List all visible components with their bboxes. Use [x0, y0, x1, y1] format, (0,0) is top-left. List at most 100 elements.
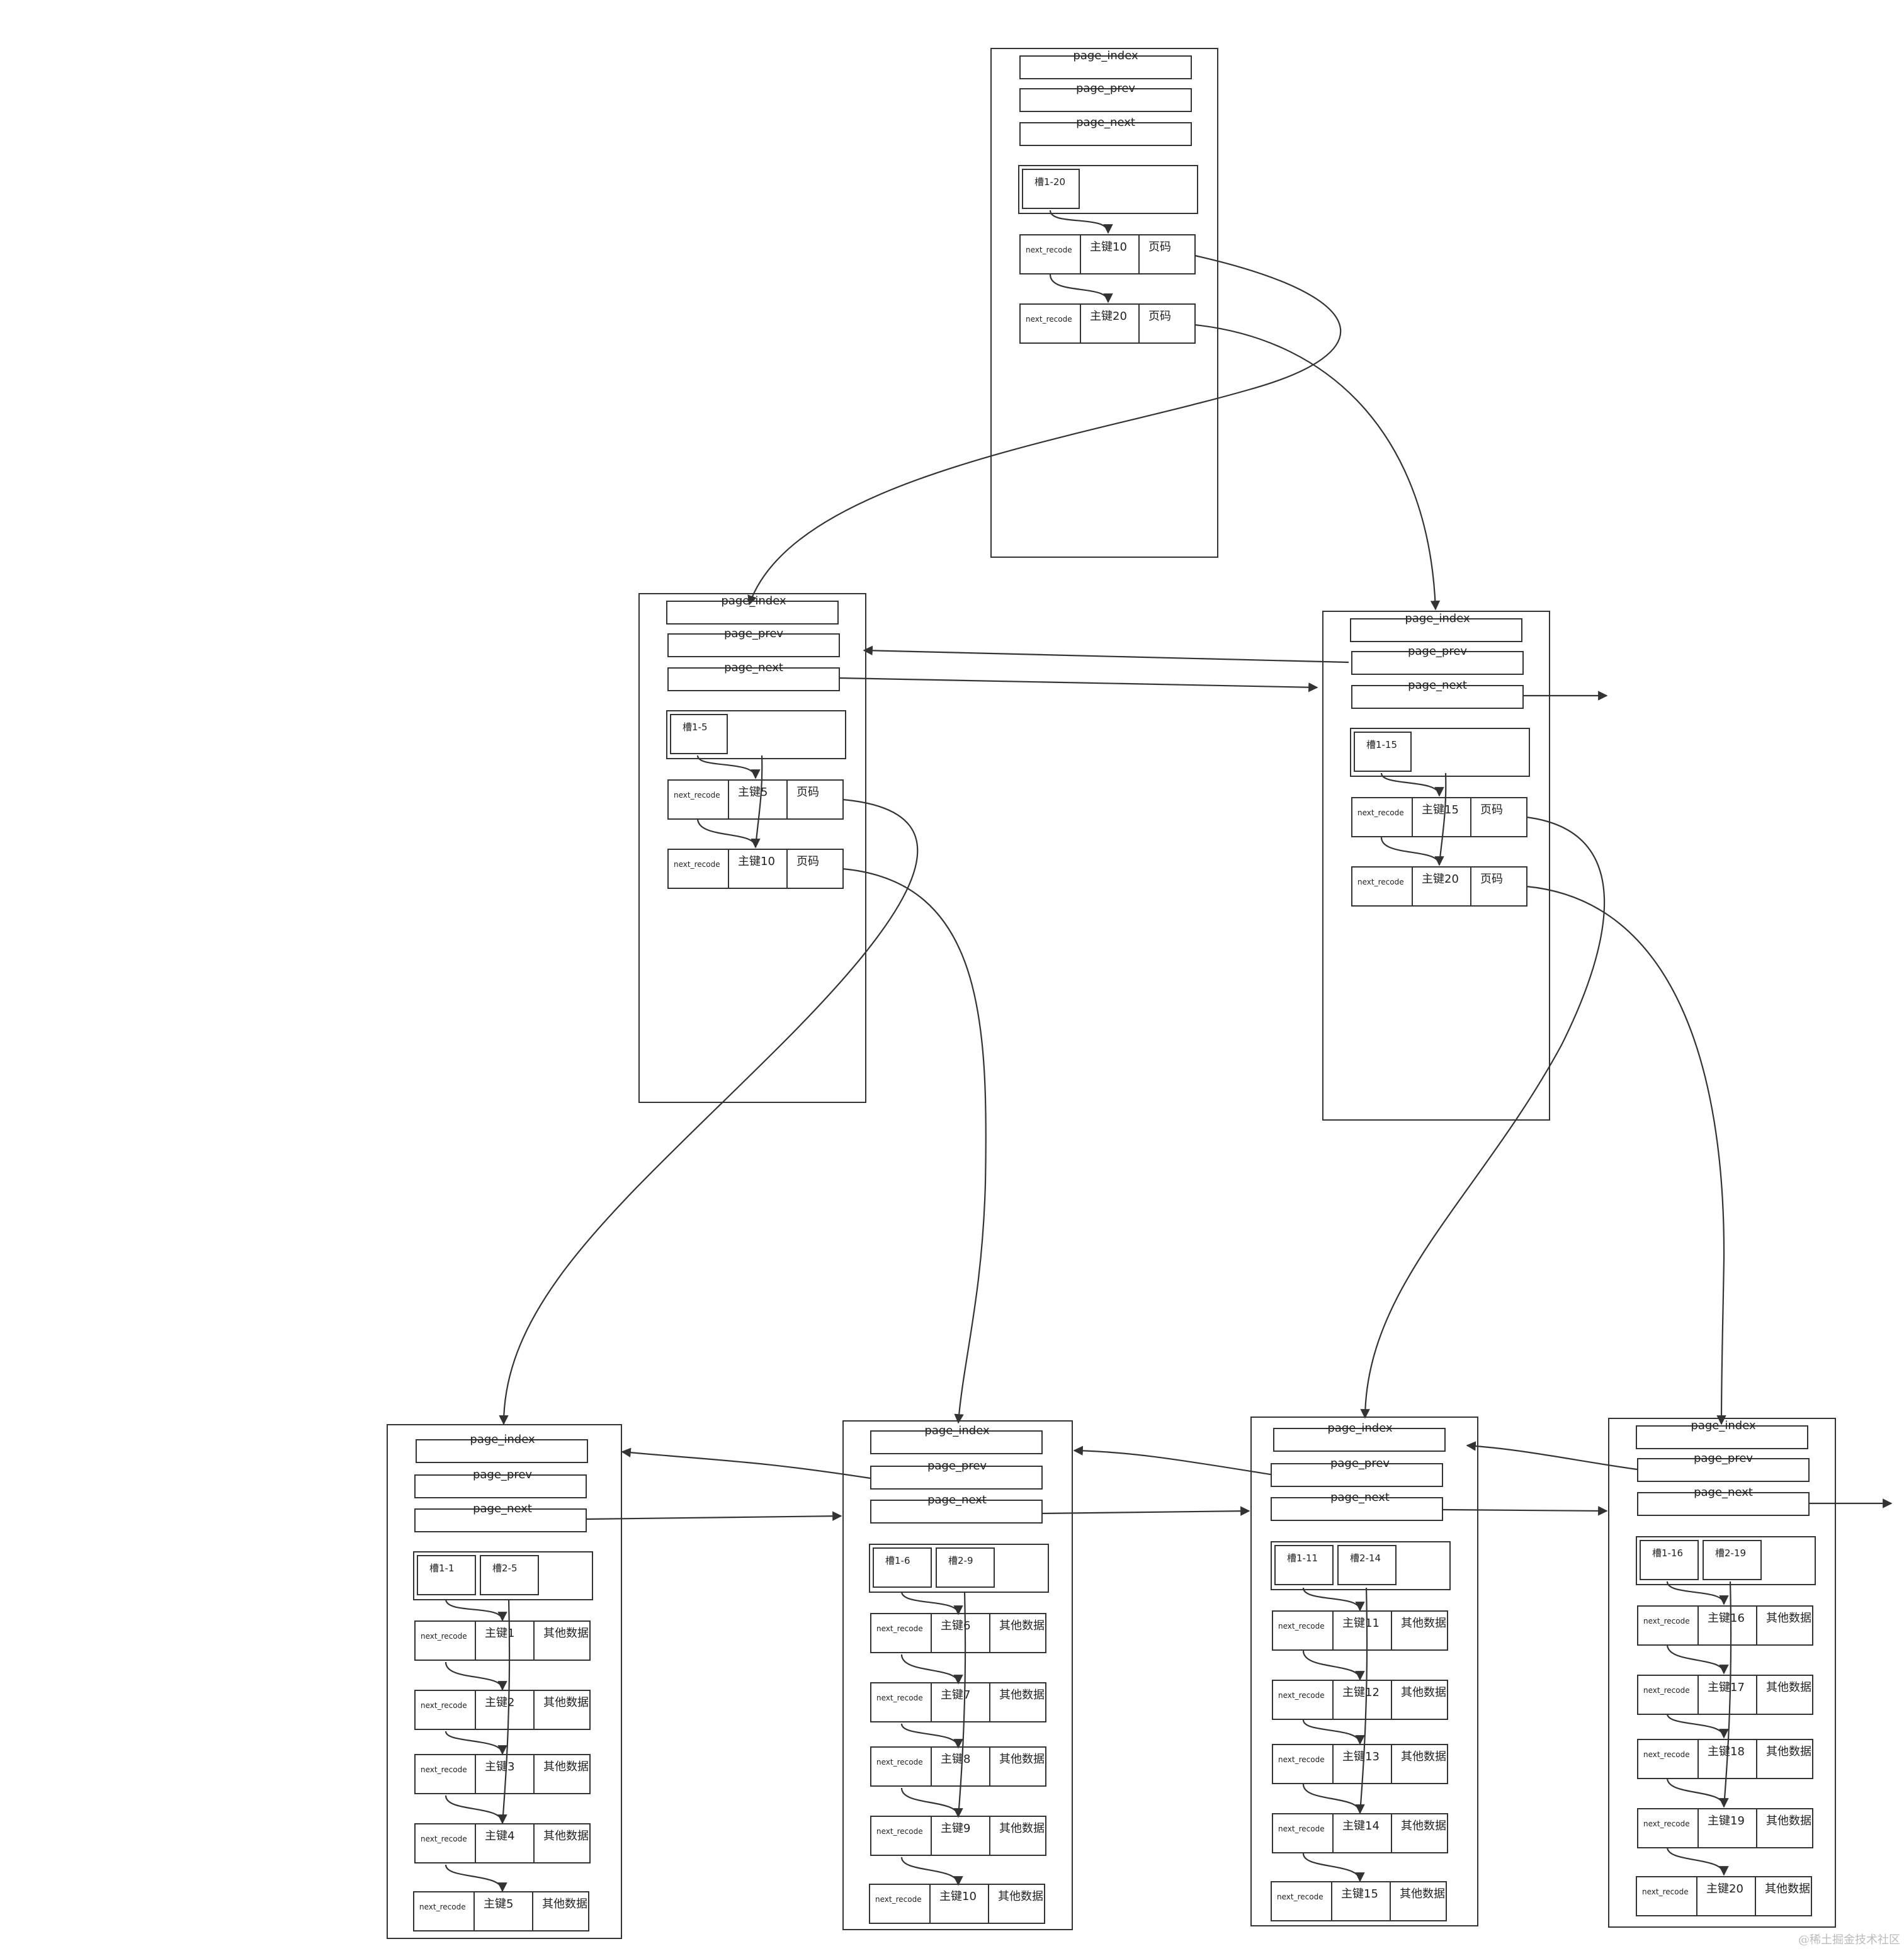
record-row: next_recode 主键14 其他数据 [1272, 1813, 1448, 1853]
key-cell: 主键3 [475, 1755, 533, 1793]
record-row: next_recode 主键19 其他数据 [1637, 1808, 1813, 1848]
value-cell: 其他数据 [533, 1622, 589, 1660]
page-directory: 槽1-15 [1350, 728, 1530, 777]
page-index-box [1636, 1425, 1808, 1449]
key-cell: 主键16 [1697, 1607, 1756, 1644]
page-next-box [1019, 122, 1192, 146]
record-row: next_recode 主键20 页码 [1019, 303, 1196, 344]
page-index-label: page_index [1691, 1419, 1756, 1432]
page-index-label: page_index [470, 1433, 535, 1446]
slot: 槽1-11 [1274, 1545, 1334, 1585]
page-index-label: page_index [1405, 612, 1470, 625]
leaf-page-4: page_index page_prev page_next 槽1-16 槽2-… [1608, 1418, 1836, 1928]
page-next-box [667, 667, 840, 691]
page-prev-label: page_prev [472, 1468, 533, 1481]
record-row: next_recode 主键20 其他数据 [1636, 1876, 1812, 1916]
next-record-cell: next_recode [876, 1827, 923, 1836]
next-record-cell: next_recode [674, 860, 720, 869]
next-record-cell: next_recode [1278, 1824, 1325, 1833]
key-cell: 主键15 [1412, 798, 1470, 836]
slot: 槽2-5 [480, 1555, 539, 1595]
key-cell: 主键6 [931, 1614, 989, 1652]
value-cell: 页码 [786, 850, 842, 888]
next-record-cell: next_recode [421, 1701, 467, 1710]
leaf-page-3: page_index page_prev page_next 槽1-11 槽2-… [1250, 1417, 1478, 1926]
value-cell: 其他数据 [532, 1892, 588, 1930]
value-cell: 其他数据 [989, 1614, 1045, 1652]
page-index-box [416, 1439, 588, 1463]
page-index-box [1350, 618, 1522, 642]
slot: 槽1-20 [1022, 169, 1080, 209]
next-record-cell: next_recode [875, 1895, 922, 1904]
key-cell: 主键5 [473, 1892, 532, 1930]
page-index-box [870, 1430, 1043, 1454]
page-next-label: page_next [927, 1493, 987, 1507]
value-cell: 其他数据 [1756, 1740, 1812, 1778]
record-row: next_recode 主键20 页码 [1351, 866, 1527, 907]
page-next-label: page_next [724, 661, 783, 674]
next-record-cell: next_recode [1643, 1750, 1690, 1759]
record-row: next_recode 主键13 其他数据 [1272, 1744, 1448, 1784]
record-row: next_recode 主键17 其他数据 [1637, 1675, 1813, 1715]
next-record-cell: next_recode [1643, 1686, 1690, 1695]
next-record-cell: next_recode [1643, 1819, 1690, 1828]
key-cell: 主键10 [728, 850, 786, 888]
middle-page-left: page_index page_prev page_next 槽1-5 next… [638, 593, 866, 1103]
key-cell: 主键11 [1332, 1612, 1391, 1649]
key-cell: 主键14 [1332, 1814, 1391, 1852]
page-prev-label: page_prev [1330, 1457, 1390, 1470]
record-row: next_recode 主键1 其他数据 [414, 1620, 591, 1661]
record-row: next_recode 主键9 其他数据 [870, 1816, 1046, 1856]
value-cell: 其他数据 [1391, 1814, 1447, 1852]
key-cell: 主键5 [728, 781, 786, 818]
next-record-cell: next_recode [876, 1694, 923, 1702]
value-cell: 其他数据 [1756, 1607, 1812, 1644]
value-cell: 其他数据 [989, 1748, 1045, 1785]
record-row: next_recode 主键18 其他数据 [1637, 1739, 1813, 1779]
value-cell: 其他数据 [533, 1755, 589, 1793]
value-cell: 页码 [1470, 868, 1526, 905]
value-cell: 其他数据 [1755, 1877, 1811, 1915]
record-row: next_recode 主键2 其他数据 [414, 1690, 591, 1730]
record-row: next_recode 主键12 其他数据 [1272, 1680, 1448, 1720]
record-row: next_recode 主键16 其他数据 [1637, 1605, 1813, 1646]
next-record-cell: next_recode [1357, 878, 1404, 886]
record-row: next_recode 主键10 页码 [1019, 234, 1196, 274]
slot: 槽1-15 [1354, 732, 1412, 772]
page-prev-label: page_prev [927, 1459, 987, 1473]
next-record-cell: next_recode [1278, 1622, 1325, 1631]
slot: 槽1-6 [873, 1547, 932, 1588]
root-page: page_index page_prev page_next 槽1-20 nex… [990, 48, 1218, 558]
record-row: next_recode 主键7 其他数据 [870, 1682, 1046, 1722]
page-prev-label: page_prev [1693, 1452, 1754, 1465]
next-record-cell: next_recode [1277, 1892, 1323, 1901]
page-prev-box [414, 1474, 587, 1498]
page-next-box [1351, 685, 1524, 709]
next-record-cell: next_recode [1357, 808, 1404, 817]
slot: 槽2-14 [1337, 1545, 1397, 1585]
next-record-cell: next_recode [1026, 246, 1072, 254]
leaf-page-1: page_index page_prev page_next 槽1-1 槽2-5… [387, 1424, 622, 1939]
page-next-label: page_next [1694, 1486, 1753, 1499]
middle-page-right: page_index page_prev page_next 槽1-15 nex… [1322, 611, 1550, 1121]
next-record-cell: next_recode [1278, 1691, 1325, 1700]
slot: 槽2-9 [936, 1547, 995, 1588]
page-prev-box [870, 1466, 1043, 1490]
key-cell: 主键9 [931, 1817, 989, 1855]
record-row: next_recode 主键3 其他数据 [414, 1754, 591, 1794]
child-pointer-arrow [1526, 885, 1726, 1425]
key-cell: 主键19 [1697, 1809, 1756, 1847]
page-index-box [1019, 55, 1192, 79]
page-next-box [414, 1508, 587, 1532]
key-cell: 主键20 [1696, 1877, 1755, 1915]
record-row: next_recode 主键6 其他数据 [870, 1613, 1046, 1653]
page-directory: 槽1-16 槽2-19 [1636, 1536, 1816, 1585]
key-cell: 主键17 [1697, 1676, 1756, 1714]
slot: 槽1-5 [670, 714, 728, 754]
value-cell: 其他数据 [1756, 1676, 1812, 1714]
value-cell: 其他数据 [1391, 1612, 1447, 1649]
page-index-box [1273, 1428, 1446, 1452]
key-cell: 主键10 [1080, 235, 1138, 273]
page-prev-label: page_prev [1407, 645, 1468, 658]
key-cell: 主键1 [475, 1622, 533, 1660]
